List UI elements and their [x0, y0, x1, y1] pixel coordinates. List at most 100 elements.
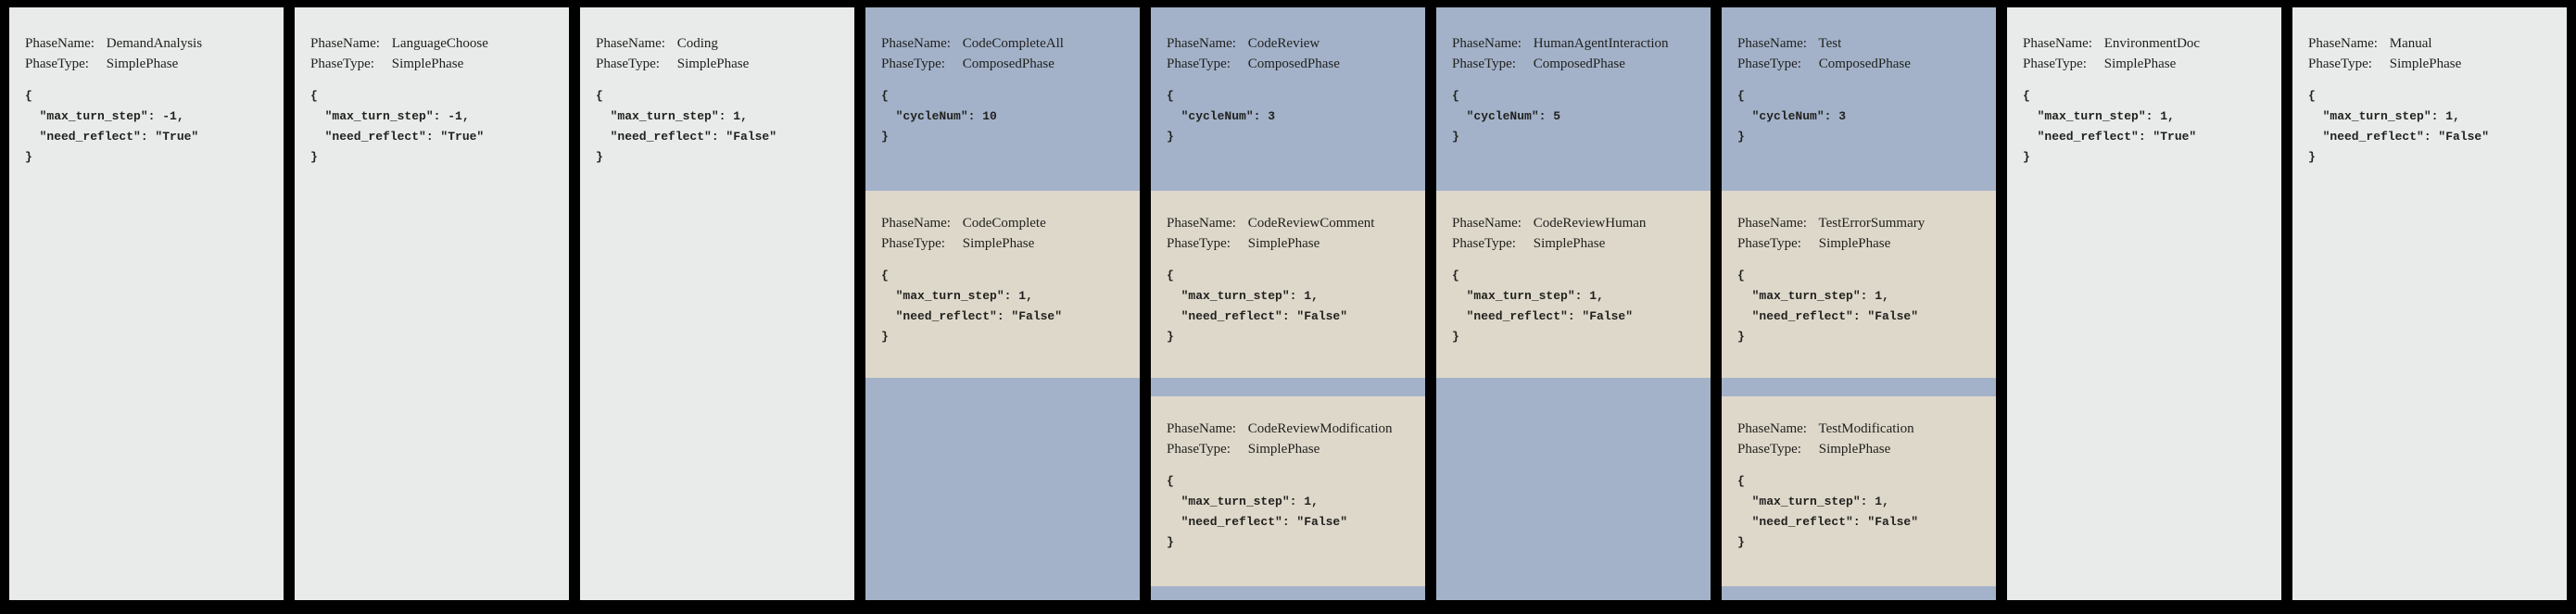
phase-column-DemandAnalysis: PhaseName: DemandAnalysis PhaseType: Sim… [9, 7, 284, 600]
phase-name-label: PhaseName: [2308, 36, 2378, 51]
phase-name-label: PhaseName: [1452, 36, 1522, 51]
phase-card-CodeReviewHuman: PhaseName: CodeReviewHuman PhaseType: Si… [1436, 191, 1711, 378]
phase-type-line: PhaseType: SimplePhase [2308, 54, 2557, 74]
phase-card-Test: PhaseName: Test PhaseType: ComposedPhase… [1722, 7, 1996, 191]
phase-type-label: PhaseType: [2023, 56, 2087, 71]
phase-type-value: SimplePhase [391, 56, 464, 71]
phase-type-label: PhaseType: [596, 56, 660, 71]
phase-name-line: PhaseName: CodeComplete [881, 213, 1130, 233]
phase-type-label: PhaseType: [25, 56, 89, 71]
phase-column-EnvironmentDoc: PhaseName: EnvironmentDoc PhaseType: Sim… [2007, 7, 2281, 600]
phase-type-line: PhaseType: SimplePhase [1452, 233, 1701, 254]
phase-name-label: PhaseName: [881, 216, 951, 231]
phase-type-value: ComposedPhase [1818, 56, 1911, 71]
phase-name-label: PhaseName: [1452, 216, 1522, 231]
phase-type-value: SimplePhase [2103, 56, 2177, 71]
phase-type-label: PhaseType: [1737, 236, 1801, 251]
phase-column-HumanAgentInteraction: PhaseName: HumanAgentInteraction PhaseTy… [1436, 7, 1711, 600]
phase-config-json: { "max_turn_step": -1, "need_reflect": "… [310, 89, 485, 164]
phase-type-value: ComposedPhase [1247, 56, 1340, 71]
phase-type-label: PhaseType: [1452, 56, 1516, 71]
phase-card-CodeReviewModification: PhaseName: CodeReviewModification PhaseT… [1151, 396, 1425, 586]
phase-name-value: Coding [676, 36, 718, 51]
phase-card-Coding: PhaseName: Coding PhaseType: SimplePhase… [580, 7, 854, 600]
phase-name-line: PhaseName: Test [1737, 33, 1987, 54]
phase-type-value: SimplePhase [1247, 442, 1320, 457]
phase-type-line: PhaseType: SimplePhase [310, 54, 560, 74]
phase-name-value: TestModification [1818, 421, 1914, 436]
phase-name-label: PhaseName: [310, 36, 380, 51]
phase-column-CodeReview: PhaseName: CodeReview PhaseType: Compose… [1151, 7, 1425, 600]
phase-column-Manual: PhaseName: Manual PhaseType: SimplePhase… [2292, 7, 2567, 600]
phase-type-line: PhaseType: SimplePhase [596, 54, 845, 74]
phase-name-line: PhaseName: Manual [2308, 33, 2557, 54]
phase-type-line: PhaseType: ComposedPhase [1452, 54, 1701, 74]
phase-type-label: PhaseType: [310, 56, 374, 71]
phase-type-line: PhaseType: SimplePhase [2023, 54, 2272, 74]
phase-name-value: DemandAnalysis [106, 36, 203, 51]
phase-name-line: PhaseName: EnvironmentDoc [2023, 33, 2272, 54]
phase-config-json: { "cycleNum": 3 } [1167, 89, 1276, 144]
phase-name-value: EnvironmentDoc [2103, 36, 2201, 51]
phase-config-json: { "max_turn_step": 1, "need_reflect": "F… [596, 89, 777, 164]
phase-config-json: { "cycleNum": 3 } [1737, 89, 1847, 144]
phase-column-CodeCompleteAll: PhaseName: CodeCompleteAll PhaseType: Co… [865, 7, 1140, 600]
phase-name-line: PhaseName: TestErrorSummary [1737, 213, 1987, 233]
phase-card-TestModification: PhaseName: TestModification PhaseType: S… [1722, 396, 1996, 586]
phase-type-value: SimplePhase [1818, 236, 1891, 251]
phase-type-line: PhaseType: SimplePhase [1167, 233, 1416, 254]
phase-config-json: { "max_turn_step": 1, "need_reflect": "F… [1167, 269, 1348, 344]
phase-type-value: SimplePhase [106, 56, 179, 71]
phase-type-line: PhaseType: ComposedPhase [881, 54, 1130, 74]
phase-type-line: PhaseType: SimplePhase [1737, 439, 1987, 459]
phase-name-line: PhaseName: CodeReviewModification [1167, 419, 1416, 439]
phase-type-line: PhaseType: SimplePhase [25, 54, 274, 74]
phase-column-LanguageChoose: PhaseName: LanguageChoose PhaseType: Sim… [295, 7, 569, 600]
phase-card-CodeReviewComment: PhaseName: CodeReviewComment PhaseType: … [1151, 191, 1425, 378]
phase-type-label: PhaseType: [881, 56, 945, 71]
phase-type-line: PhaseType: ComposedPhase [1737, 54, 1987, 74]
phase-type-value: ComposedPhase [962, 56, 1054, 71]
phase-config-json: { "max_turn_step": 1, "need_reflect": "F… [1167, 474, 1348, 549]
phase-type-line: PhaseType: SimplePhase [1737, 233, 1987, 254]
phase-name-line: PhaseName: HumanAgentInteraction [1452, 33, 1701, 54]
phase-name-line: PhaseName: LanguageChoose [310, 33, 560, 54]
phase-config-json: { "cycleNum": 5 } [1452, 89, 1561, 144]
phase-name-label: PhaseName: [2023, 36, 2092, 51]
phase-type-line: PhaseType: ComposedPhase [1167, 54, 1416, 74]
phase-type-label: PhaseType: [1167, 442, 1231, 457]
phase-name-label: PhaseName: [1737, 216, 1807, 231]
phase-type-value: SimplePhase [1247, 236, 1320, 251]
phase-type-label: PhaseType: [881, 236, 945, 251]
phase-card-HumanAgentInteraction: PhaseName: HumanAgentInteraction PhaseTy… [1436, 7, 1711, 191]
phase-name-value: Manual [2389, 36, 2432, 51]
phase-card-CodeReview: PhaseName: CodeReview PhaseType: Compose… [1151, 7, 1425, 191]
phase-name-label: PhaseName: [881, 36, 951, 51]
phase-card-LanguageChoose: PhaseName: LanguageChoose PhaseType: Sim… [295, 7, 569, 600]
phase-columns-row: PhaseName: DemandAnalysis PhaseType: Sim… [9, 7, 2567, 600]
phase-config-json: { "max_turn_step": -1, "need_reflect": "… [25, 89, 199, 164]
phase-card-EnvironmentDoc: PhaseName: EnvironmentDoc PhaseType: Sim… [2007, 7, 2281, 600]
phase-name-label: PhaseName: [25, 36, 95, 51]
phase-config-json: { "max_turn_step": 1, "need_reflect": "F… [1452, 269, 1634, 344]
phase-name-label: PhaseName: [596, 36, 665, 51]
phase-config-json: { "max_turn_step": 1, "need_reflect": "F… [881, 269, 1063, 344]
phase-type-line: PhaseType: SimplePhase [881, 233, 1130, 254]
phase-type-label: PhaseType: [1167, 236, 1231, 251]
phase-config-json: { "max_turn_step": 1, "need_reflect": "F… [2308, 89, 2490, 164]
phase-type-line: PhaseType: SimplePhase [1167, 439, 1416, 459]
phase-card-CodeCompleteAll: PhaseName: CodeCompleteAll PhaseType: Co… [865, 7, 1140, 191]
phase-type-label: PhaseType: [1167, 56, 1231, 71]
phase-name-value: CodeReviewHuman [1533, 216, 1647, 231]
phase-name-label: PhaseName: [1167, 421, 1236, 436]
phase-card-TestErrorSummary: PhaseName: TestErrorSummary PhaseType: S… [1722, 191, 1996, 378]
phase-name-line: PhaseName: CodeReviewComment [1167, 213, 1416, 233]
phase-name-value: CodeComplete [962, 216, 1046, 231]
phase-name-value: LanguageChoose [391, 36, 488, 51]
phase-name-line: PhaseName: DemandAnalysis [25, 33, 274, 54]
phase-name-label: PhaseName: [1167, 36, 1236, 51]
phase-type-label: PhaseType: [1452, 236, 1516, 251]
phase-column-Coding: PhaseName: Coding PhaseType: SimplePhase… [580, 7, 854, 600]
phase-type-label: PhaseType: [1737, 56, 1801, 71]
phase-name-value: CodeReviewComment [1247, 216, 1375, 231]
